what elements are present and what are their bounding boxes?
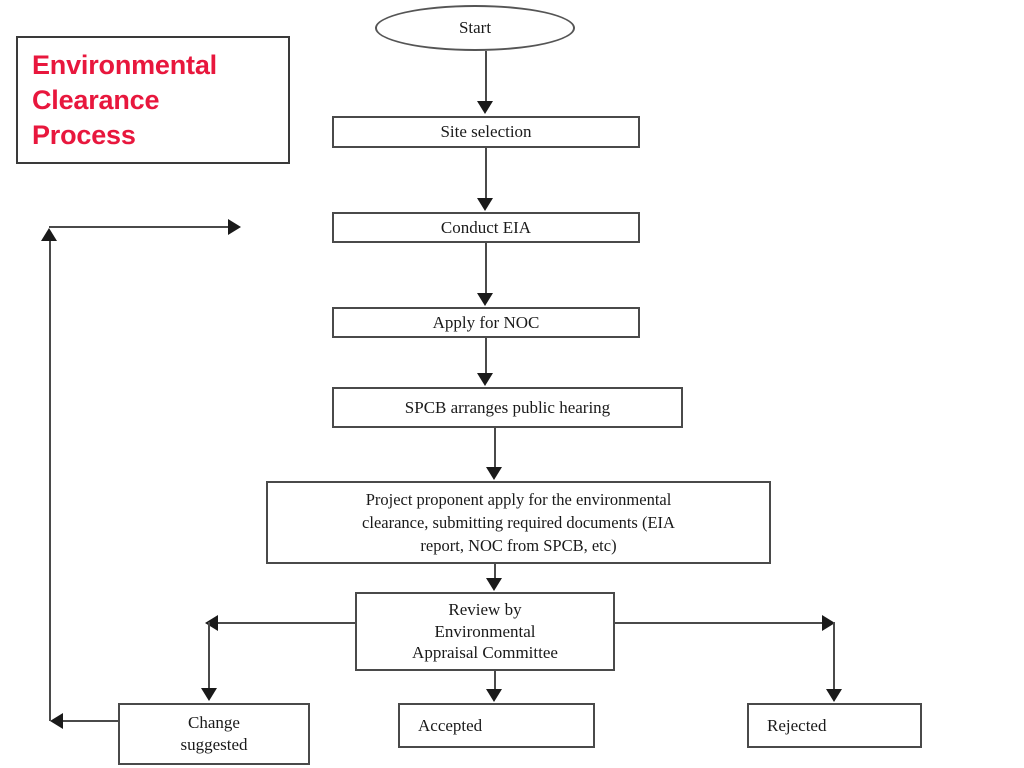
node-site-selection[interactable]: Site selection (332, 116, 640, 148)
node-rejected-label: Rejected (767, 715, 827, 735)
arrowhead-start-to-site-selection (477, 101, 493, 114)
connector-feedback-vertical (49, 240, 51, 721)
node-start[interactable]: Start (375, 5, 575, 51)
arrowhead-change-suggested-feedback (50, 713, 63, 729)
review-line-2: Environmental (434, 621, 536, 641)
apply-clearance-line-2: clearance, submitting required documents… (362, 512, 675, 532)
connector-apply-noc-to-public-hearing (485, 338, 487, 374)
diagram-title-card: Environmental Clearance Process (16, 36, 290, 164)
connector-apply-clearance-to-review (494, 564, 496, 579)
arrowhead-right-branch-to-rejected (826, 689, 842, 702)
node-site-selection-label: Site selection (440, 122, 532, 142)
arrowhead-left-branch-to-change-suggested (201, 688, 217, 701)
change-suggested-line-2: suggested (180, 735, 248, 754)
connector-review-to-accepted (494, 671, 496, 691)
node-review-text: Review by Environmental Appraisal Commit… (363, 599, 607, 664)
node-public-hearing-label: SPCB arranges public hearing (404, 397, 611, 417)
arrowhead-feedback-right (228, 219, 241, 235)
apply-clearance-line-3: report, NOC from SPCB, etc) (420, 536, 617, 556)
node-accepted-label: Accepted (418, 715, 483, 735)
node-change-suggested-text: Change suggested (126, 712, 302, 756)
connector-start-to-site-selection (485, 51, 487, 103)
connector-review-left-branch-horizontal (207, 622, 357, 624)
connector-site-selection-to-conduct-eia (485, 148, 487, 199)
arrowhead-public-hearing-to-apply-clearance (486, 467, 502, 480)
title-line-1: Environmental (32, 50, 217, 80)
node-apply-clearance[interactable]: Project proponent apply for the environm… (266, 481, 771, 564)
connector-public-hearing-to-apply-clearance (494, 428, 496, 468)
arrowhead-apply-clearance-to-review (486, 578, 502, 591)
connector-review-right-branch-horizontal (615, 622, 835, 624)
connector-conduct-eia-to-apply-noc (485, 243, 487, 294)
arrowhead-apply-noc-to-public-hearing (477, 373, 493, 386)
arrowhead-review-to-accepted (486, 689, 502, 702)
title-line-2: Clearance (32, 85, 160, 116)
arrowhead-conduct-eia-to-apply-noc (477, 293, 493, 306)
arrowhead-review-left-branch (205, 615, 218, 631)
change-suggested-line-1: Change (188, 713, 240, 733)
node-conduct-eia[interactable]: Conduct EIA (332, 212, 640, 243)
node-review[interactable]: Review by Environmental Appraisal Commit… (355, 592, 615, 671)
arrowhead-site-selection-to-conduct-eia (477, 198, 493, 211)
node-apply-clearance-text: Project proponent apply for the environm… (280, 488, 757, 557)
connector-right-branch-to-rejected (833, 622, 835, 691)
title-line-3: Process (32, 120, 136, 151)
node-apply-noc[interactable]: Apply for NOC (332, 307, 640, 338)
node-conduct-eia-label: Conduct EIA (440, 217, 532, 237)
node-change-suggested[interactable]: Change suggested (118, 703, 310, 765)
node-rejected[interactable]: Rejected (747, 703, 922, 748)
arrowhead-review-right-branch (822, 615, 835, 631)
connector-feedback-top-horizontal (49, 226, 231, 228)
node-public-hearing[interactable]: SPCB arranges public hearing (332, 387, 683, 428)
node-apply-noc-label: Apply for NOC (432, 312, 540, 332)
review-line-3: Appraisal Committee (412, 643, 558, 663)
connector-left-branch-to-change-suggested (208, 622, 210, 690)
apply-clearance-line-1: Project proponent apply for the environm… (365, 489, 672, 509)
arrowhead-feedback-up (41, 228, 57, 241)
node-accepted[interactable]: Accepted (398, 703, 595, 748)
node-start-label: Start (458, 18, 492, 38)
connector-change-suggested-feedback-horizontal (60, 720, 118, 722)
review-line-1: Review by (448, 599, 522, 619)
